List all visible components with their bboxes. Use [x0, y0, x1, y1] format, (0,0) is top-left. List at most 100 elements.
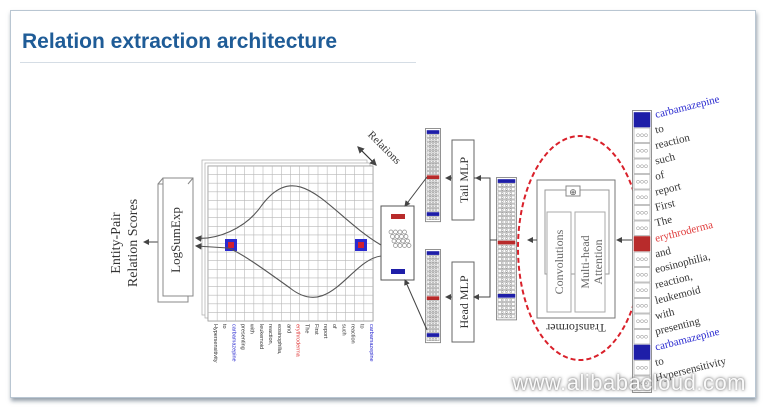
head-to-pair-arrow: [404, 279, 428, 331]
vector-cell: [426, 134, 440, 139]
vector-cell: [497, 216, 516, 220]
vector-cell: [426, 329, 440, 333]
vector-cell: [497, 293, 516, 298]
vector-cell: [426, 263, 440, 268]
input-token: to: [654, 355, 666, 369]
transformer-block: ⊕ Convolutions Multi-head Attention Tran…: [536, 179, 616, 335]
axis-token: to: [359, 324, 365, 329]
axis-token: reaction: [350, 324, 356, 344]
axis-token: Hypersensitivity: [212, 324, 218, 363]
vector-cell: [497, 224, 516, 229]
vector-cell: [426, 150, 440, 155]
head-vector-marker: [391, 269, 405, 274]
axis-token: of: [331, 324, 337, 329]
vector-cell: [426, 308, 440, 313]
output-label: Entity-Pair Relation Scores: [109, 199, 141, 287]
vector-cell: [426, 255, 440, 260]
axis-token: erythroderma: [295, 324, 301, 358]
attention-label-line2: Attention: [591, 239, 605, 284]
vector-cell: [426, 320, 440, 325]
vector-cell: [633, 112, 651, 128]
input-token: of: [654, 169, 666, 183]
output-label-line2: Relation Scores: [126, 199, 141, 287]
vector-cell: [426, 154, 440, 159]
axis-token: carbamazepine: [368, 324, 374, 362]
axis-token: with: [249, 323, 255, 334]
vector-cell: [633, 251, 651, 267]
input-token: The: [654, 214, 674, 230]
vector-cell: [633, 174, 651, 190]
vector-cell: [497, 257, 516, 261]
vector-cell: [497, 236, 516, 241]
vector-cell: [426, 279, 440, 284]
input-token: with: [654, 306, 676, 322]
tail-mlp-block: Tail MLP: [451, 139, 475, 221]
vector-cell: [497, 195, 516, 200]
vector-cell: [426, 333, 440, 337]
head-mlp-block: Head MLP: [451, 261, 475, 343]
axis-token: First: [313, 324, 319, 335]
vector-cell: [497, 253, 516, 257]
vector-cell: [426, 275, 440, 280]
axis-token: to: [221, 324, 227, 329]
vector-cell: [426, 312, 440, 317]
pair-scoring-block: [380, 205, 415, 281]
vector-cell: [633, 267, 651, 283]
vector-cell: [426, 292, 440, 296]
input-token: and: [654, 245, 673, 261]
vector-cell: [633, 189, 651, 205]
vector-cell: [426, 204, 440, 208]
vector-cell: [426, 212, 440, 216]
vector-cell: [497, 244, 516, 249]
vector-cell: [633, 236, 651, 252]
vector-cell: [497, 265, 516, 270]
vector-cell: [497, 277, 516, 282]
input-token: such: [654, 151, 677, 168]
vector-cell: [426, 337, 440, 342]
vector-cell: [633, 298, 651, 314]
vector-cell: [497, 314, 516, 319]
relations-label: Relations: [365, 129, 403, 167]
vector-cell: [633, 344, 651, 360]
vector-cell: [426, 316, 440, 321]
vector-cell: [426, 195, 440, 200]
vector-cell: [497, 306, 516, 311]
vector-cell: [426, 199, 440, 204]
vector-cell: [497, 232, 516, 237]
watermark: www.alibabacloud.com: [512, 370, 746, 395]
vector-cell: [426, 175, 440, 180]
slide-frame: [10, 10, 756, 398]
tail-mlp-label: Tail MLP: [457, 157, 471, 203]
input-token: to: [654, 123, 666, 137]
vector-cell: [426, 267, 440, 272]
vector-cell: [633, 205, 651, 221]
vector-cell: [497, 273, 516, 278]
vector-cell: [633, 282, 651, 298]
vector-cell: [426, 183, 440, 188]
vector-cell: [426, 324, 440, 329]
vector-cell: [497, 310, 516, 315]
vector-cell: [426, 187, 440, 192]
vector-cell: [426, 288, 440, 292]
vector-cell: [633, 143, 651, 159]
vector-cell: [426, 271, 440, 276]
vector-cell: [633, 375, 651, 391]
head-embedding-column: [425, 249, 441, 344]
axis-token: and: [285, 324, 291, 333]
vector-cell: [426, 167, 440, 171]
vector-cell: [497, 187, 516, 192]
axis-token: carbamazepine: [230, 324, 236, 362]
vector-cell: [426, 171, 440, 175]
vector-cell: [497, 281, 516, 286]
vector-cell: [426, 146, 440, 151]
input-token-column: [632, 110, 652, 393]
bilinear-tensor-icon: [388, 229, 412, 248]
vector-cell: [497, 220, 516, 224]
transformer-output-column: [496, 177, 517, 321]
vector-cell: [426, 179, 440, 184]
logsumexp-label: LogSumExp: [168, 207, 183, 273]
axis-token: The: [304, 324, 310, 333]
vector-cell: [497, 285, 516, 290]
input-token-labels: carbamazepinetoreactionsuchofreportFirst…: [654, 93, 728, 384]
vector-cell: [497, 302, 516, 306]
